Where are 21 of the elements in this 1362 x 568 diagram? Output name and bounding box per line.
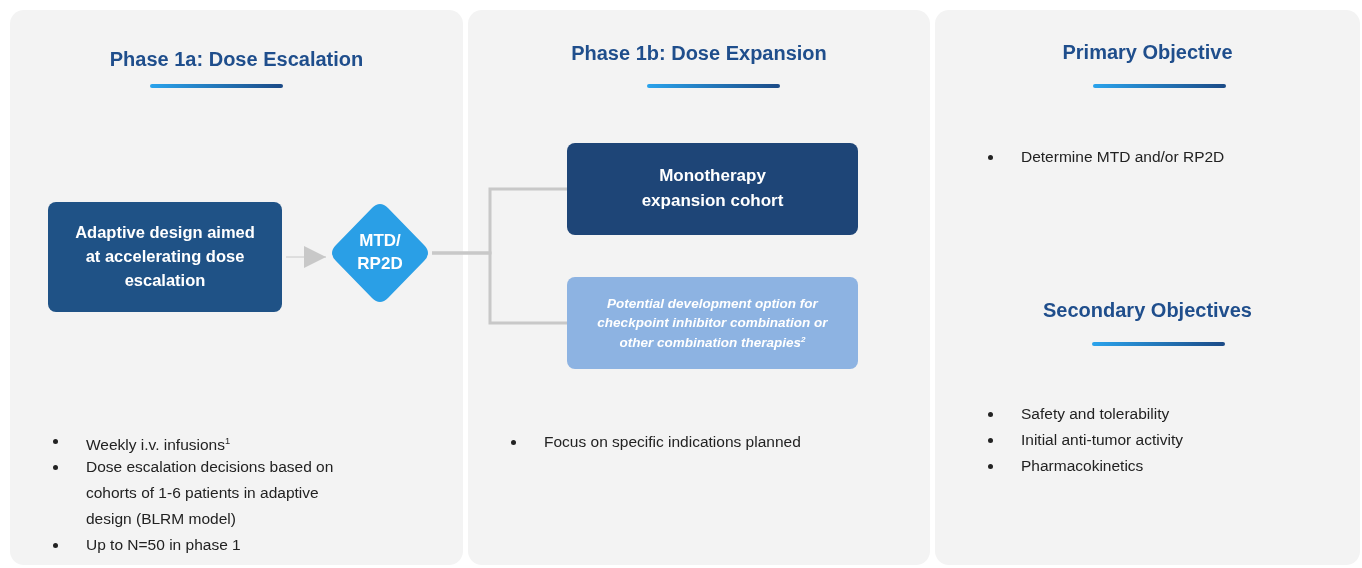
bullet-text: Determine MTD and/or RP2D bbox=[1021, 148, 1225, 165]
bullet-text: Up to N=50 in phase 1 bbox=[86, 536, 241, 553]
bullet-text: Focus on specific indications planned bbox=[544, 433, 801, 450]
arrow bbox=[285, 246, 327, 268]
bullet-text: Dose escalation decisions based on cohorts of 1-6 patients in adaptive design (BLRM model) bbox=[86, 458, 334, 527]
process-box: Monotherapy expansion cohort bbox=[567, 143, 858, 235]
bullet-text: Safety and tolerability bbox=[1021, 405, 1170, 422]
bullet-text: Initial anti-tumor activity bbox=[1021, 431, 1183, 448]
node-label: MTD/ RP2D bbox=[356, 230, 404, 275]
phase-panel bbox=[935, 10, 1360, 565]
phase-panel bbox=[468, 10, 930, 565]
phase-panel bbox=[10, 10, 463, 565]
section-heading: Phase 1a: Dose Escalation bbox=[108, 48, 365, 71]
bullet-text: Pharmacokinetics bbox=[1021, 457, 1144, 474]
bullet-text: Weekly i.v. infusions$^{1}$ bbox=[86, 436, 231, 454]
section-heading: Primary Objective bbox=[1061, 41, 1234, 64]
section-heading: Secondary Objectives bbox=[1042, 299, 1253, 322]
connector-line bbox=[432, 251, 567, 325]
process-box: Adaptive design aimed at accelerating dose escalation bbox=[48, 202, 282, 312]
process-box: Potential development option for checkpoint inhibitor combination or other combination therapies$^{2}$ bbox=[567, 277, 858, 369]
section-heading: Phase 1b: Dose Expansion bbox=[570, 42, 828, 65]
